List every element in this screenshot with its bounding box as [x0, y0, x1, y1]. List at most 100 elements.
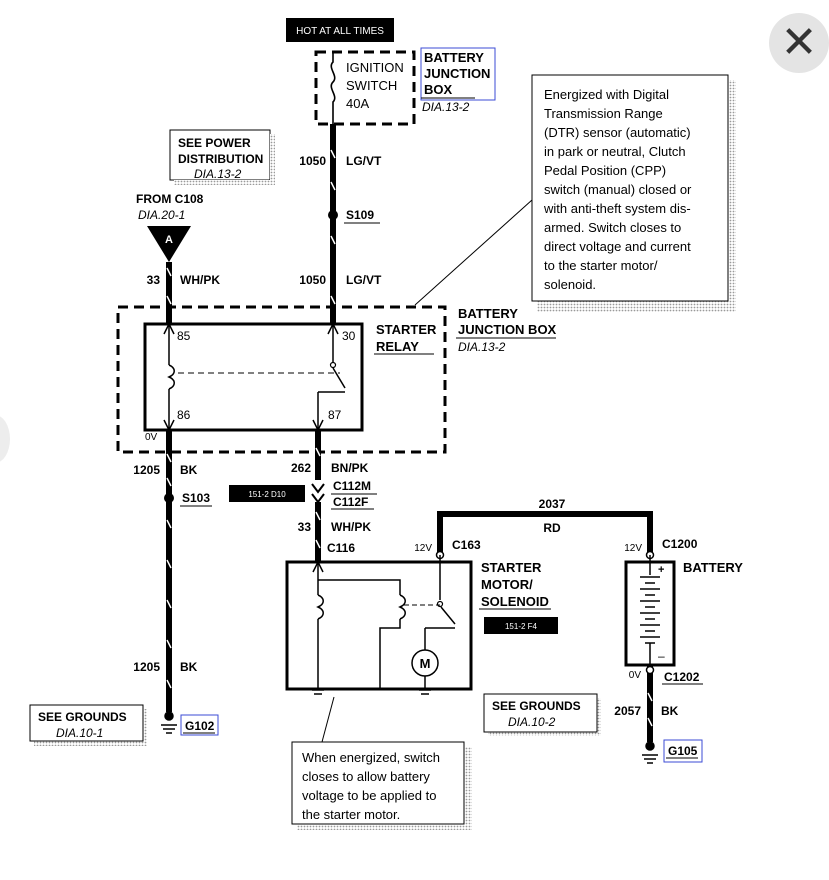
dtr-note-line-4: in park or neutral, Clutch: [544, 144, 686, 159]
starter-motor-line-3: SOLENOID: [481, 594, 549, 609]
relay-0v: 0V: [145, 432, 158, 443]
wire-1205-bottom-color: BK: [180, 660, 198, 674]
ref-f4-tag: [484, 617, 558, 634]
see-grounds-right-box: [483, 693, 598, 733]
bjb-top-line-1: BATTERY: [424, 50, 484, 65]
energized-note-box: [291, 741, 465, 825]
wire-33-left-color: WH/PK: [180, 273, 220, 287]
wire-1050-bottom-number: 1050: [299, 273, 326, 287]
connector-c112: [311, 483, 325, 504]
dtr-note-box: [531, 74, 729, 302]
ignition-switch-line-1: IGNITION: [346, 60, 404, 75]
hot-at-all-times-tag: [286, 18, 394, 42]
wire-33-mid-color: WH/PK: [331, 520, 371, 534]
ground-g102-label: G102: [185, 719, 215, 733]
solenoid-coil-2: [398, 594, 406, 620]
battery-junction-box-relay: [116, 305, 447, 454]
connector-c163: C163: [452, 538, 481, 552]
c1200-voltage: 12V: [624, 543, 642, 554]
ignition-switch-line-2: SWITCH: [346, 78, 397, 93]
battery-plus: +: [658, 564, 664, 576]
ground-g105-label: G105: [668, 744, 698, 758]
bjb-mid-line-2: JUNCTION BOX: [458, 322, 557, 337]
starter-motor-box: [285, 560, 473, 691]
connector-c112m: C112M: [333, 479, 371, 493]
close-icon[interactable]: ✕: [780, 17, 818, 68]
energized-note-line-1: When energized, switch: [302, 750, 440, 765]
ref-d10-label: 151-2 D10: [248, 490, 286, 499]
dtr-note-line-8: armed. Switch closes to: [544, 220, 681, 235]
wire-2057-color: BK: [661, 704, 679, 718]
wire-1205-top-number: 1205: [133, 463, 160, 477]
dtr-note-line-5: Pedal Position (CPP): [544, 163, 666, 178]
pin-86: 86: [177, 408, 191, 422]
g102-highlight: [180, 714, 219, 736]
connector-c1200: C1200: [662, 537, 698, 551]
bjb-mid-line-1: BATTERY: [458, 306, 518, 321]
wire-2037: [437, 511, 653, 555]
wire-2037-color: RD: [543, 521, 561, 535]
bjb-top-highlight: [420, 47, 496, 101]
g105-highlight: [663, 739, 703, 763]
bjb-top-line-2: JUNCTION: [424, 66, 490, 81]
energized-note-line-3: voltage to be applied to: [302, 788, 436, 803]
ignition-switch-box: [314, 50, 416, 126]
wire-1205-top-color: BK: [180, 463, 198, 477]
see-grounds-left-box: [29, 704, 144, 742]
bjb-top-dia: DIA.13-2: [422, 100, 470, 114]
see-grounds-right-dia: DIA.10-2: [508, 715, 556, 729]
pin-30: 30: [342, 329, 356, 343]
battery-label: BATTERY: [683, 560, 743, 575]
starter-relay-line-1: STARTER: [376, 322, 437, 337]
power-distribution-line-1: SEE POWER: [178, 136, 251, 150]
wire-262-number: 262: [291, 461, 311, 475]
c1202-voltage: 0V: [629, 670, 642, 681]
splice-s103-label: S103: [182, 491, 210, 505]
dtr-note-line-6: switch (manual) closed or: [544, 182, 692, 197]
from-c108-dia: DIA.20-1: [138, 208, 185, 222]
energized-note-line-4: the starter motor.: [302, 807, 400, 822]
energized-note-pointer: [321, 696, 335, 743]
splice-s103: [164, 493, 174, 503]
connector-a-label: A: [165, 234, 173, 246]
energized-note-text: When energized, switch closes to allow ba…: [302, 750, 440, 822]
starter-motor-line-1: STARTER: [481, 560, 542, 575]
power-distribution-note: [169, 129, 271, 181]
close-button[interactable]: ✕: [769, 13, 829, 73]
left-edge-tab: [0, 415, 10, 463]
bjb-top-line-3: BOX: [424, 82, 453, 97]
bjb-mid-dia: DIA.13-2: [458, 340, 506, 354]
wire-262-color: BN/PK: [331, 461, 369, 475]
motor-m-label: M: [420, 656, 431, 671]
dtr-note-line-10: to the starter motor/: [544, 258, 658, 273]
starter-relay-box: [143, 322, 364, 432]
splice-s109: [328, 210, 338, 220]
wire-33-mid-number: 33: [298, 520, 312, 534]
see-grounds-left-label: SEE GROUNDS: [38, 710, 127, 724]
power-distribution-line-2: DISTRIBUTION: [178, 152, 263, 166]
energized-note-line-2: closes to allow battery: [302, 769, 430, 784]
relay-switch-arm: [332, 367, 346, 389]
relay-coil: [167, 364, 175, 390]
battery-cells: [640, 562, 660, 665]
power-distribution-dia: DIA.13-2: [194, 167, 242, 181]
wire-1050-top-number: 1050: [299, 154, 326, 168]
dtr-note-line-1: Energized with Digital: [544, 87, 669, 102]
dtr-note-line-11: solenoid.: [544, 277, 596, 292]
ref-f4-label: 151-2 F4: [505, 622, 538, 631]
fuse-symbol: [330, 52, 336, 124]
ground-g105-symbol: [642, 741, 658, 764]
pin-87: 87: [328, 408, 342, 422]
dtr-note-line-7: with anti-theft system dis-: [543, 201, 691, 216]
see-grounds-left-dia: DIA.10-1: [56, 726, 103, 740]
connector-a-symbol: [147, 226, 191, 262]
c163-voltage: 12V: [414, 543, 432, 554]
wire-1050-bottom-color: LG/VT: [346, 273, 382, 287]
wire-2057-number: 2057: [614, 704, 641, 718]
from-c108-label: FROM C108: [136, 192, 204, 206]
connector-c1202: C1202: [664, 670, 700, 684]
splice-s109-label: S109: [346, 208, 374, 222]
solenoid-coil-1: [316, 594, 324, 620]
